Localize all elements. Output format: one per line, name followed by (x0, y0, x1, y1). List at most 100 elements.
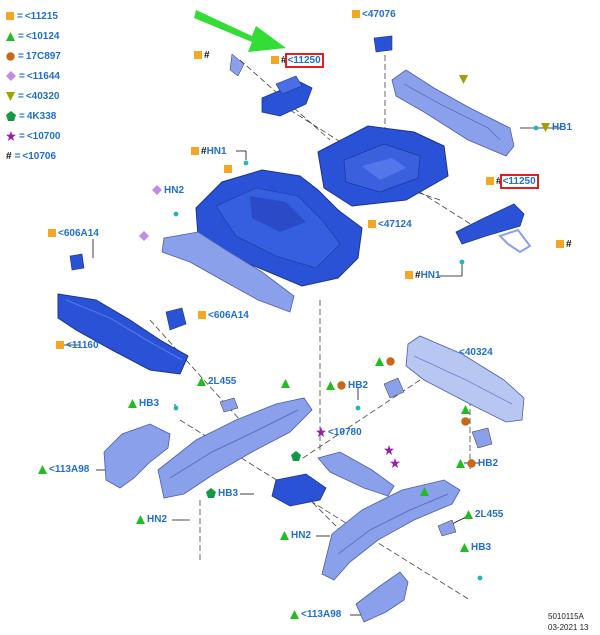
callout-11160: <11160 (56, 340, 99, 352)
callout-pentagon (291, 451, 303, 463)
callout-hb3-right: HB3 (460, 542, 491, 554)
callout-orange-square-floor (224, 164, 234, 176)
callout-40320-marker (459, 74, 470, 86)
part-bracket-11250-top (229, 53, 313, 166)
orange-square-icon (271, 56, 279, 65)
brown-circle-icon (337, 381, 346, 390)
part-front-rail-right (321, 479, 461, 581)
callout-11250-right: #<11250 (486, 174, 539, 189)
part-606a14-mid (165, 307, 187, 331)
green-triangle-icon (420, 486, 429, 496)
green-triangle-icon (460, 542, 469, 552)
part-113a98-bottom (355, 571, 483, 623)
green-triangle-icon (290, 609, 299, 619)
hash-icon: # (6, 151, 12, 162)
orange-square-icon (6, 12, 14, 21)
callout-star-a (384, 445, 396, 457)
callout-hb2-right: HB2 (456, 458, 498, 470)
callout-hn1-right: #HN1 (405, 270, 441, 282)
green-triangle-icon (375, 356, 384, 366)
legend-item: =<10700 (6, 131, 61, 143)
purple-star-icon (390, 458, 400, 469)
callout-hash-top-left: # (194, 50, 210, 62)
callout-hb1: HB1 (541, 122, 572, 134)
brown-circle-icon (386, 357, 395, 366)
callout-hn2-bottom-mid: HN2 (280, 530, 311, 542)
callout-green-brown-right (461, 405, 472, 426)
callout-113a98-bottom: <113A98 (290, 609, 341, 621)
callout-green-brown-top (375, 356, 397, 368)
olive-triangle-down-icon (541, 122, 550, 132)
orange-square-icon (368, 220, 376, 229)
green-triangle-icon (326, 380, 335, 390)
callout-606a14-left: <606A14 (48, 228, 99, 240)
orange-square-icon (198, 311, 206, 320)
callout-40324: <40324 (459, 347, 493, 358)
orange-square-icon (48, 229, 56, 238)
callout-2l455-left: 2L455 (197, 376, 236, 388)
part-10780-bracket (317, 451, 395, 497)
callout-hb3-mid: HB3 (206, 488, 238, 500)
callout-hb3-left: HB3 (128, 398, 159, 410)
assembly-lines (149, 55, 481, 601)
green-triangle-icon (128, 398, 137, 408)
callout-606a14-mid: <606A14 (198, 310, 249, 322)
highlighted-part-number: <11250 (499, 174, 539, 189)
legend-item: =4K338 (6, 111, 56, 123)
callout-star-b (390, 458, 402, 470)
part-113a98-left (103, 423, 171, 489)
callout-hn1-top: #HN1 (191, 146, 227, 158)
part-11160-crossmember (57, 293, 189, 375)
green-triangle-icon (461, 405, 470, 414)
purple-star-icon (6, 131, 16, 142)
callout-hn2-left: HN2 (152, 185, 184, 197)
green-pentagon-icon (206, 488, 216, 499)
green-triangle-icon (280, 530, 289, 540)
highlighted-part-number: <11250 (284, 53, 324, 68)
callout-10780: <10780 (316, 427, 362, 439)
purple-star-icon (384, 445, 394, 456)
orange-square-icon (194, 51, 202, 60)
callout-hash-right: # (556, 239, 572, 251)
part-2l455-left (219, 397, 239, 413)
part-hb2-bracket-mid (355, 377, 405, 411)
figure-reference: 5010115A (548, 612, 584, 621)
part-606a14-left (69, 253, 85, 271)
callout-11250-top: #<11250 (271, 53, 324, 68)
orange-square-icon (352, 10, 360, 19)
part-hb2-bracket-right (471, 427, 493, 449)
olive-triangle-down-icon (6, 91, 15, 101)
green-triangle-icon (6, 31, 15, 41)
orange-square-icon (486, 177, 494, 186)
callout-green-triangle-right-rail (420, 486, 431, 498)
part-front-rail-left (157, 397, 313, 499)
purple-star-icon (316, 427, 326, 438)
violet-diamond-icon (139, 231, 149, 242)
green-triangle-icon (38, 464, 47, 474)
pointer-arrow (194, 10, 286, 52)
part-2l455-right (437, 519, 457, 537)
orange-square-icon (56, 341, 64, 350)
part-rear-floor-pan (317, 125, 449, 207)
legend-item: =17C897 (6, 51, 61, 63)
orange-square-icon (224, 165, 232, 174)
legend-item: =<10124 (6, 31, 60, 43)
green-triangle-icon (197, 376, 206, 386)
legend-item: =<40320 (6, 91, 60, 103)
violet-diamond-icon (6, 71, 16, 82)
part-crossmember-center (161, 211, 295, 313)
orange-square-icon (405, 271, 413, 280)
part-47076-bracket (373, 35, 393, 53)
olive-triangle-down-icon (459, 74, 468, 84)
green-triangle-icon (464, 509, 473, 519)
part-bracket-11250-right (455, 203, 532, 265)
callout-hb2-mid: HB2 (326, 380, 368, 392)
callout-47076: <47076 (352, 9, 396, 21)
green-triangle-icon (456, 458, 465, 468)
callout-113a98-left: <113A98 (38, 464, 89, 476)
callout-green-triangle-rail (281, 378, 292, 390)
legend-item: #=<10706 (6, 151, 57, 162)
part-rear-rail-right (391, 69, 539, 157)
callout-2l455-right: 2L455 (464, 509, 503, 521)
